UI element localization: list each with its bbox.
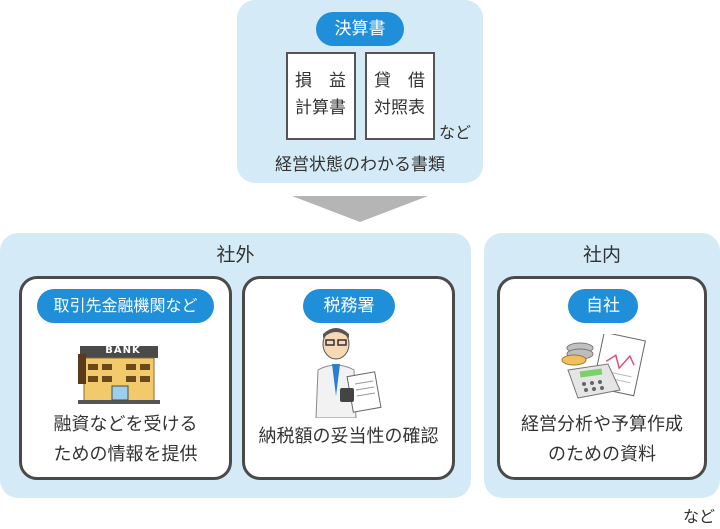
analysis-materials-icon <box>561 334 646 399</box>
bank-description: 融資などを受ける ための情報を提供 <box>19 410 232 470</box>
tax-office-badge: 税務署 <box>303 289 395 323</box>
company-description-line1: 経営分析や予算作成 <box>521 414 683 435</box>
external-title: 社外 <box>216 244 255 266</box>
internal-title: 社内 <box>582 244 621 266</box>
bank-sign-label: BANK <box>105 345 141 356</box>
bank-description-line1: 融資などを受ける <box>53 414 198 435</box>
tax-office-description: 納税額の妥当性の確認 <box>258 426 439 447</box>
income-statement-line2: 計算書 <box>295 98 346 118</box>
bank-description-line2: ための情報を提供 <box>53 444 198 465</box>
down-arrow-icon <box>292 196 428 222</box>
income-statement-doc: 損 益 計算書 <box>286 52 356 140</box>
bank-building-icon <box>78 346 160 404</box>
company-description: 経営分析や予算作成 のための資料 <box>497 410 707 470</box>
company-badge: 自社 <box>568 289 638 323</box>
docs-etc-label: など <box>438 123 471 142</box>
balance-sheet-doc: 貸 借 対照表 <box>365 52 435 140</box>
balance-sheet-line1: 貸 借 <box>374 71 425 91</box>
company-description-line2: のための資料 <box>548 444 656 465</box>
footer-etc-label: など <box>682 507 715 526</box>
bank-badge: 取引先金融機関など <box>37 289 214 323</box>
docs-caption: 経営状態のわかる書類 <box>275 155 445 175</box>
financial-statements-badge: 決算書 <box>316 12 404 46</box>
tax-officer-icon <box>315 328 382 418</box>
income-statement-line1: 損 益 <box>295 71 346 91</box>
balance-sheet-line2: 対照表 <box>374 98 425 118</box>
